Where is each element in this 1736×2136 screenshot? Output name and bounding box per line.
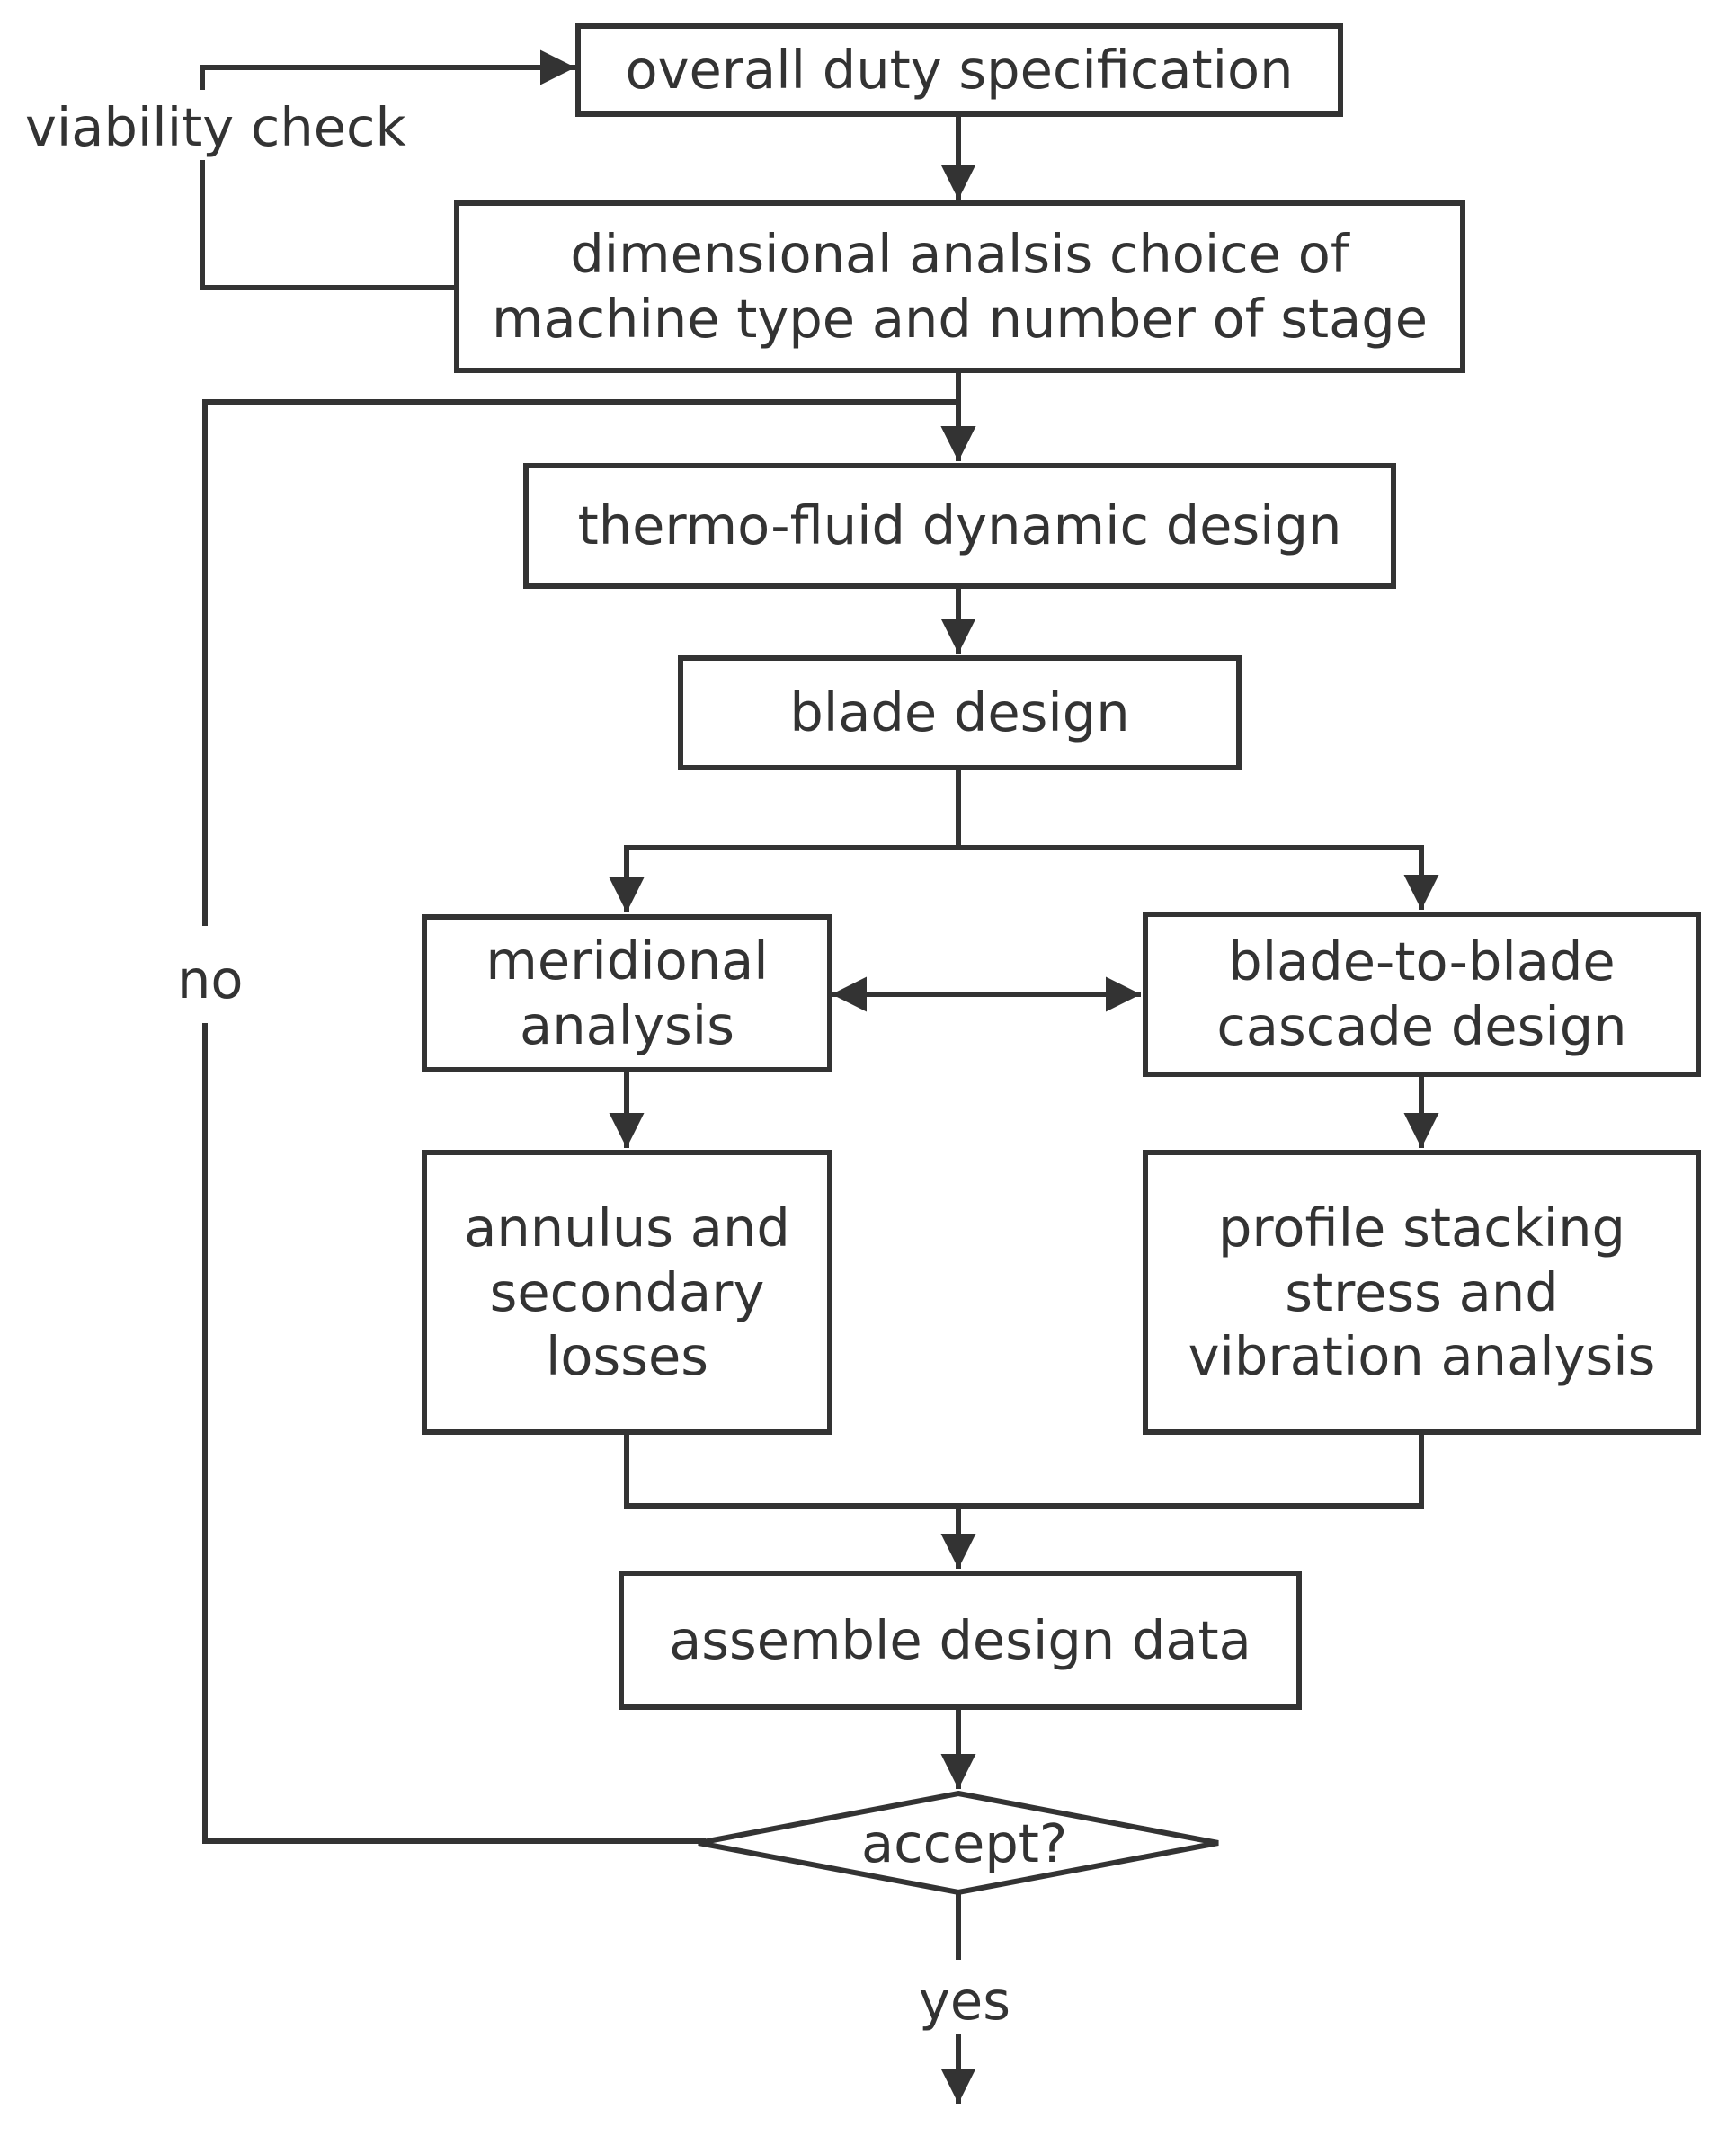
arrow-annulus-merge [624,1435,958,1509]
arrow-no-loop-lower [202,1023,706,1844]
blade-to-blade-box: blade-to-blade cascade design [1143,912,1701,1077]
meridional-analysis-box: meridional analysis [422,914,832,1072]
assemble-design-data-label: assemble design data [669,1608,1251,1671]
viability-check-label: viability check [25,96,406,158]
dimensional-analysis-box: dimensional analsis choice of machine ty… [454,200,1465,373]
yes-label: yes [915,1969,1014,2033]
thermo-fluid-label: thermo-fluid dynamic design [577,494,1342,557]
overall-duty-box: overall duty specification [575,23,1343,117]
blade-design-label: blade design [789,681,1130,744]
thermo-fluid-box: thermo-fluid dynamic design [523,463,1396,589]
no-label: no [174,948,247,1011]
profile-stacking-box: profile stacking stress and vibration an… [1143,1150,1701,1435]
arrow-viability-to-overall [200,49,575,90]
blade-design-box: blade design [678,655,1242,770]
dimensional-analysis-label: dimensional analsis choice of machine ty… [491,223,1429,350]
accept-label: accept? [861,1812,1068,1874]
profile-stacking-label: profile stacking stress and vibration an… [1188,1196,1656,1388]
meridional-analysis-label: meridional analysis [485,930,769,1056]
arrow-blade-to-meridional [609,770,961,912]
annulus-losses-box: annulus and secondary losses [422,1150,832,1435]
annulus-losses-label: annulus and secondary losses [464,1196,790,1388]
arrow-profile-merge [940,1435,1424,1569]
overall-duty-label: overall duty specification [625,39,1294,102]
arrow-blade-to-cascade [958,845,1439,910]
blade-to-blade-label: blade-to-blade cascade design [1216,930,1627,1057]
assemble-design-data-box: assemble design data [619,1571,1302,1710]
arrow-viability-loop [200,160,454,290]
arrow-no-loop-upper [202,399,976,926]
accept-diamond [698,1790,1219,1896]
